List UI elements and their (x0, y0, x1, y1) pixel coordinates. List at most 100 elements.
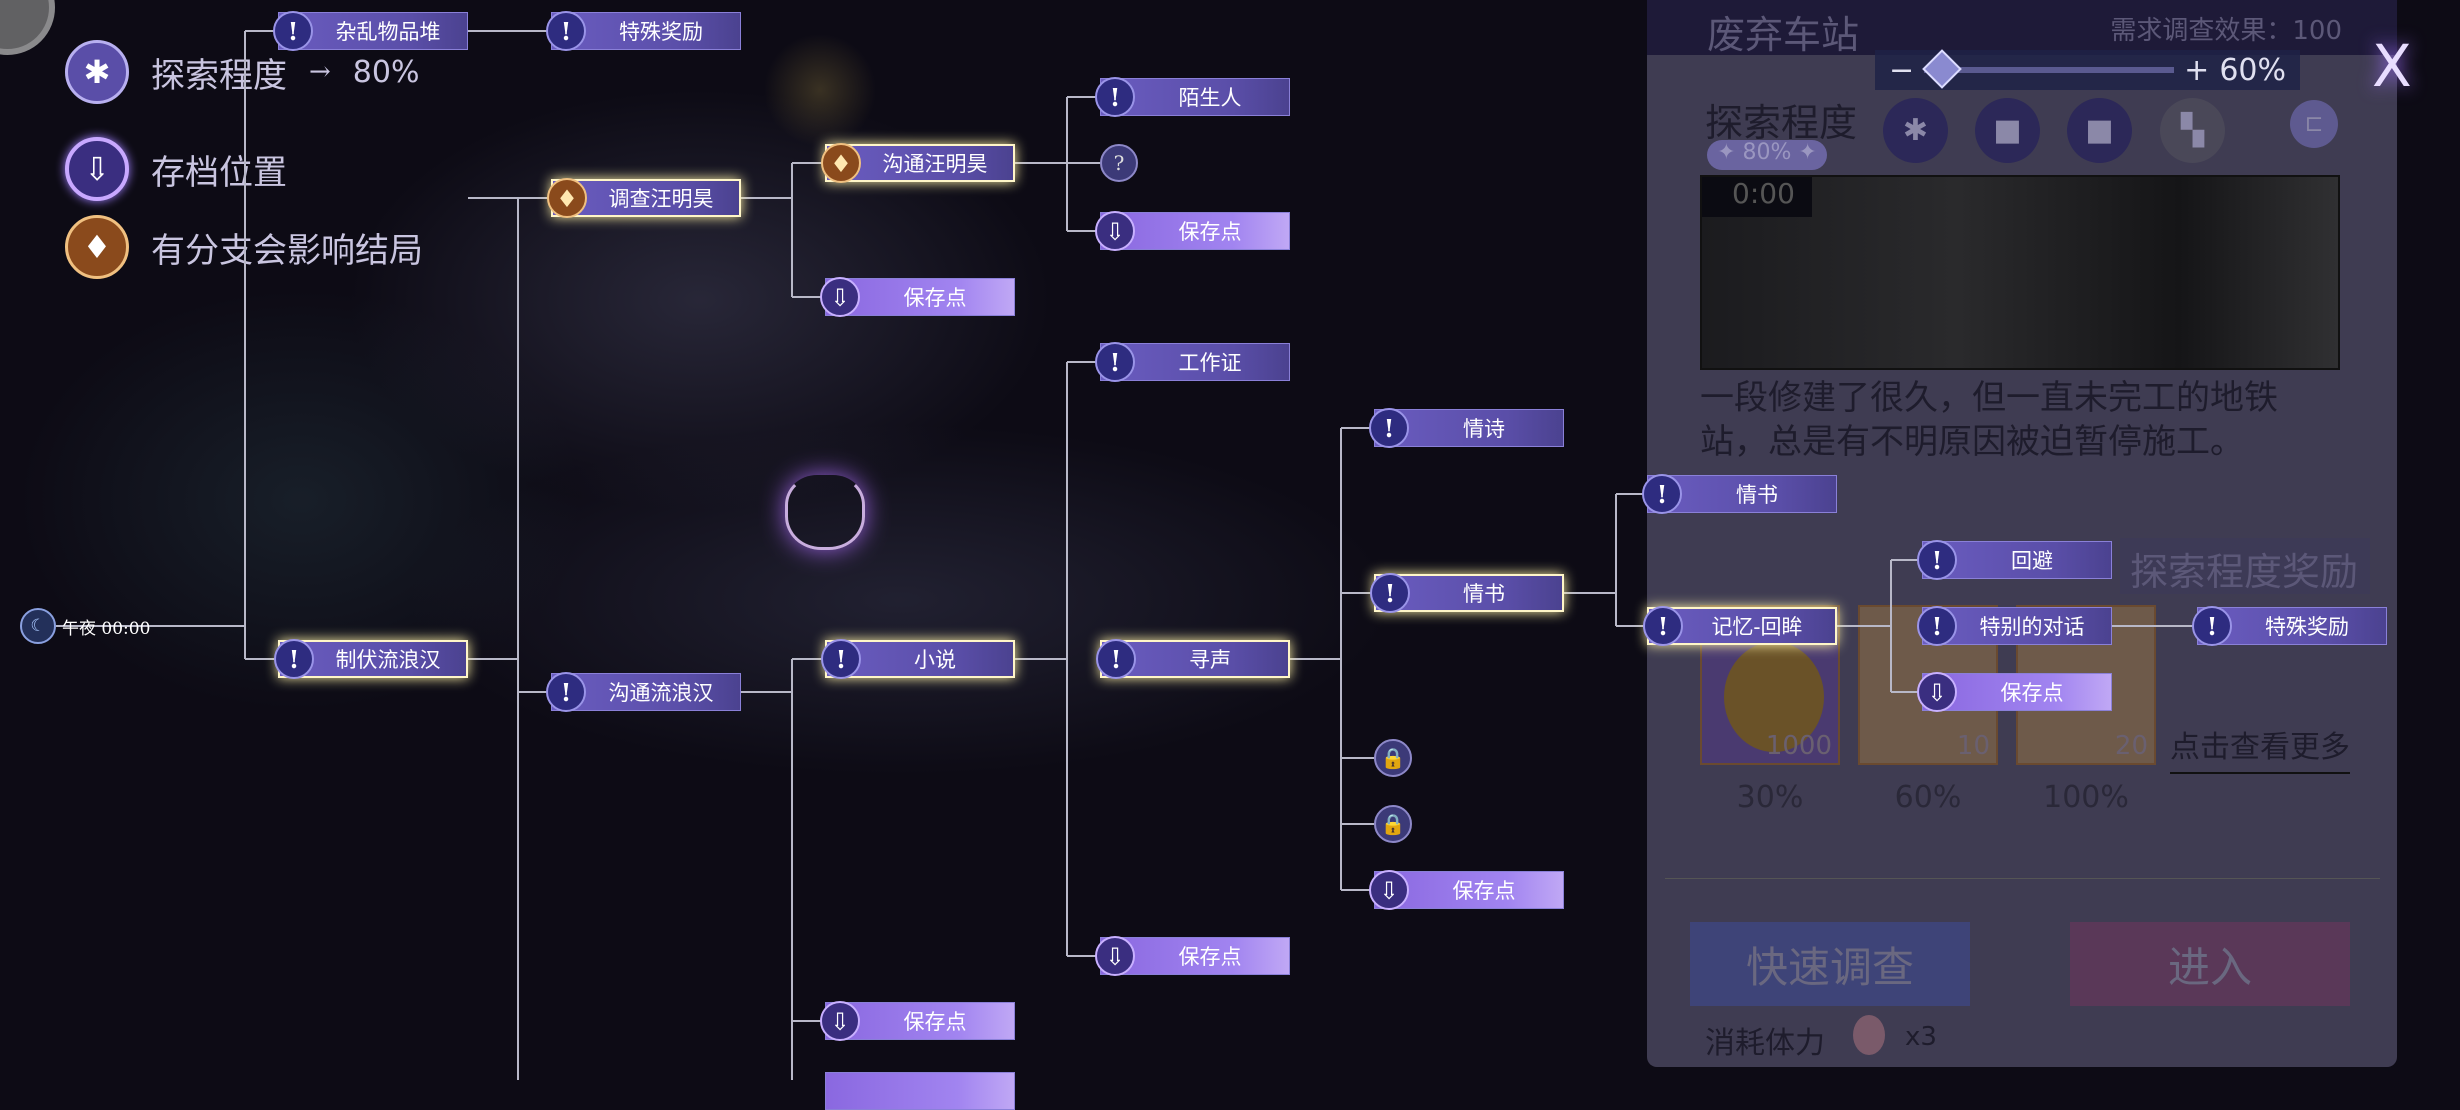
story-node[interactable]: !记忆-回眸 (1643, 606, 1837, 646)
story-node-label: 特别的对话 (1979, 615, 2085, 639)
story-node[interactable]: ⇩保存点 (1369, 870, 1564, 910)
zoom-in-button[interactable]: + (2184, 52, 2210, 88)
story-node-label: 特殊奖励 (2265, 615, 2349, 639)
exclamation-icon: ! (1095, 77, 1135, 117)
story-node-label: 保存点 (1452, 879, 1516, 903)
story-node[interactable]: ♦调查汪明昊 (547, 178, 741, 218)
branch-leaf-icon: ♦ (65, 215, 129, 279)
story-node-label: 沟通流浪汉 (608, 681, 714, 705)
story-node-label: 回避 (2011, 549, 2053, 573)
story-node-label: 情书 (1736, 483, 1778, 507)
reward-quantity: 10 (1956, 731, 1990, 761)
legend-save: ⇩ 存档位置 (65, 137, 287, 201)
tree-connectors (56, 30, 2197, 1080)
stamina-cost-label: 消耗体力 (1705, 1026, 1825, 1061)
reward-quantity: 20 (2114, 731, 2148, 761)
story-node[interactable]: !沟通流浪汉 (546, 672, 741, 712)
story-node-label: 小说 (914, 648, 956, 672)
story-node[interactable]: ! 寻声 (1096, 639, 1290, 679)
stamina-icon (1853, 1015, 1885, 1055)
zoom-track[interactable] (1922, 49, 2175, 89)
panel-title: 废弃车站 (1707, 13, 1860, 57)
start-node[interactable]: ☾ 午夜 00:00 (20, 608, 150, 644)
puzzle-piece-icon: ✱ (1883, 98, 1948, 163)
legend-progress: ✱ 探索程度 → 80% (65, 40, 419, 104)
story-node[interactable]: ⇩ 保存点 (1095, 211, 1290, 251)
location-preview-image[interactable]: 0:00 (1700, 175, 2340, 370)
reward-threshold: 60% (1894, 780, 1962, 815)
story-node[interactable]: ! 情书 (1370, 573, 1564, 613)
story-node[interactable]: ⇩保存点 (1095, 936, 1290, 976)
save-folder-icon: ⇩ (1095, 211, 1135, 251)
question-icon[interactable]: ? (1100, 144, 1138, 182)
enter-button[interactable]: 进入 (2070, 922, 2350, 1006)
story-node[interactable]: ! 回避 (1917, 540, 2112, 580)
puzzle-piece-icon: ■ (2067, 98, 2132, 163)
reward-quantity: 1000 (1765, 731, 1832, 761)
story-node[interactable]: !制伏流浪汉 (274, 639, 468, 679)
story-node-label: 寻声 (1189, 648, 1231, 672)
save-folder-icon: ⇩ (820, 1001, 860, 1041)
exclamation-icon: ! (1642, 474, 1682, 514)
story-node-label: 制伏流浪汉 (335, 648, 441, 672)
story-node[interactable]: ♦ 沟通汪明昊 (821, 143, 1015, 183)
view-more-link[interactable]: 点击查看更多 (2170, 722, 2350, 774)
puzzle-icon: ✱ (65, 40, 129, 104)
zoom-slider[interactable]: − + 60% (1875, 49, 2300, 90)
legend-branch: ♦ 有分支会影响结局 (65, 215, 423, 279)
location-description: 一段修建了很久，但一直未完工的地铁站，总是有不明原因被迫暂停施工。 (1700, 378, 2278, 462)
progress-badge: ✦ 80% ✦ (1707, 140, 1827, 170)
rewards-title-band (2120, 538, 2370, 594)
progress-label: 探索程度 (1705, 101, 1858, 145)
puzzle-piece-locked-icon: ▚ (2160, 98, 2225, 163)
exclamation-icon: ! (1096, 639, 1136, 679)
story-node[interactable]: ⇩ 保存点 (820, 1001, 1015, 1041)
exclamation-icon: ! (2192, 606, 2232, 646)
story-node-label: 杂乱物品堆 (335, 20, 441, 44)
story-node[interactable]: !小说 (821, 639, 1015, 679)
story-node[interactable]: ! 陌生人 (1095, 77, 1290, 117)
exclamation-icon: ! (1370, 573, 1410, 613)
moon-icon: ☾ (20, 608, 56, 644)
zoom-out-button[interactable]: − (1889, 52, 1915, 88)
exclamation-icon: ! (546, 11, 586, 51)
story-node[interactable]: !情诗 (1369, 408, 1564, 448)
story-node[interactable]: ! 特殊奖励 (2192, 606, 2387, 646)
lock-icon[interactable]: 🔒 (1374, 739, 1412, 777)
story-node-label: 陌生人 (1178, 86, 1242, 110)
story-node[interactable]: !特别的对话 (1917, 606, 2112, 646)
legend-progress-label: 探索程度 (151, 55, 287, 96)
story-node-label: 保存点 (1178, 945, 1242, 969)
story-node-label: 保存点 (2000, 681, 2064, 705)
quick-investigate-button[interactable]: 快速调查 (1690, 922, 1970, 1006)
story-node[interactable]: ! 特殊奖励 (546, 11, 741, 51)
tree-view-icon[interactable]: ⊏ (2290, 100, 2338, 148)
stamina-cost-value: x3 (1905, 1022, 1937, 1052)
legend-branch-label: 有分支会影响结局 (151, 230, 423, 271)
exclamation-icon: ! (1643, 606, 1683, 646)
story-node[interactable]: ⇩保存点 (1917, 672, 2112, 712)
story-node-partial[interactable] (825, 1072, 1015, 1110)
puzzle-piece-icon: ■ (1975, 98, 2040, 163)
cat-spirit-decoration (785, 475, 865, 550)
arrow-icon: → (309, 57, 331, 87)
story-node[interactable]: ! 情书 (1642, 474, 1837, 514)
story-node[interactable]: !工作证 (1095, 342, 1290, 382)
story-node-label: 调查汪明昊 (608, 187, 714, 211)
exclamation-icon: ! (273, 11, 313, 51)
lock-icon[interactable]: 🔒 (1374, 805, 1412, 843)
story-node-label: 情书 (1463, 582, 1505, 606)
exclamation-icon: ! (1917, 540, 1957, 580)
branch-leaf-icon: ♦ (821, 143, 861, 183)
story-node-label: 保存点 (903, 286, 967, 310)
story-node-label: 保存点 (903, 1010, 967, 1034)
story-node-label: 特殊奖励 (619, 20, 703, 44)
story-node[interactable]: ⇩保存点 (820, 277, 1015, 317)
story-node-label: 保存点 (1178, 220, 1242, 244)
story-node-label: 沟通汪明昊 (882, 152, 988, 176)
requirement-text: 需求调查效果：100 (2110, 16, 2342, 46)
story-node[interactable]: ! 杂乱物品堆 (273, 11, 468, 51)
reward-threshold: 30% (1736, 780, 1804, 815)
close-button[interactable]: X (2372, 32, 2412, 100)
exclamation-icon: ! (1095, 342, 1135, 382)
